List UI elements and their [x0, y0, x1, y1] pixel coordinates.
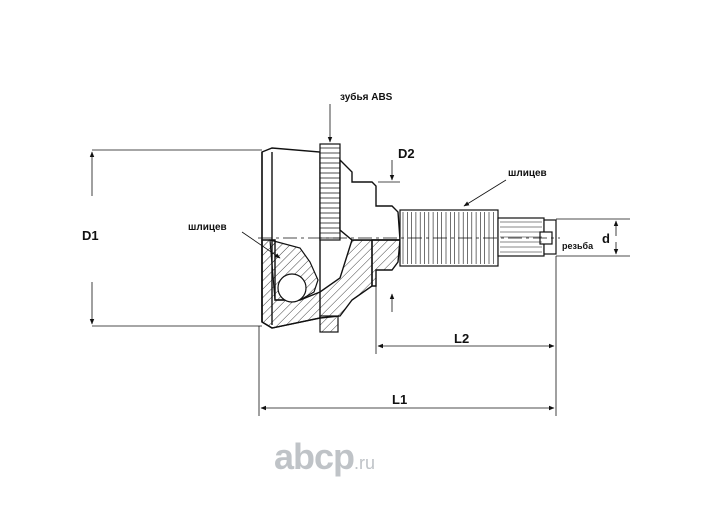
splines-outer-label: шлицев: [508, 168, 547, 179]
thread-lines: [500, 221, 542, 253]
splines-inner-label: шлицев: [188, 222, 227, 233]
dim-l1: [258, 326, 555, 416]
dim-d: [556, 218, 630, 257]
l1-label: L1: [392, 392, 408, 407]
d1-label: D1: [82, 228, 99, 243]
ball: [277, 273, 307, 303]
neck: [339, 158, 401, 287]
thread-label: резьба: [562, 241, 594, 251]
d-label: d: [602, 231, 610, 246]
l2-label: L2: [454, 331, 470, 346]
inner-race: [269, 239, 319, 303]
d2-label: D2: [398, 146, 415, 161]
abs-ring-lower: [319, 315, 339, 333]
watermark-brand: abcp: [274, 436, 355, 477]
watermark-logo: abcp.ru: [274, 436, 375, 478]
abs-teeth: [320, 147, 340, 239]
watermark-tld: .ru: [354, 453, 376, 473]
leader-lines: [241, 104, 507, 259]
abs-teeth-label: зубья ABS: [340, 92, 393, 103]
dim-d2: [378, 160, 400, 312]
dim-d1: [89, 149, 262, 327]
dim-l2: [375, 256, 557, 416]
